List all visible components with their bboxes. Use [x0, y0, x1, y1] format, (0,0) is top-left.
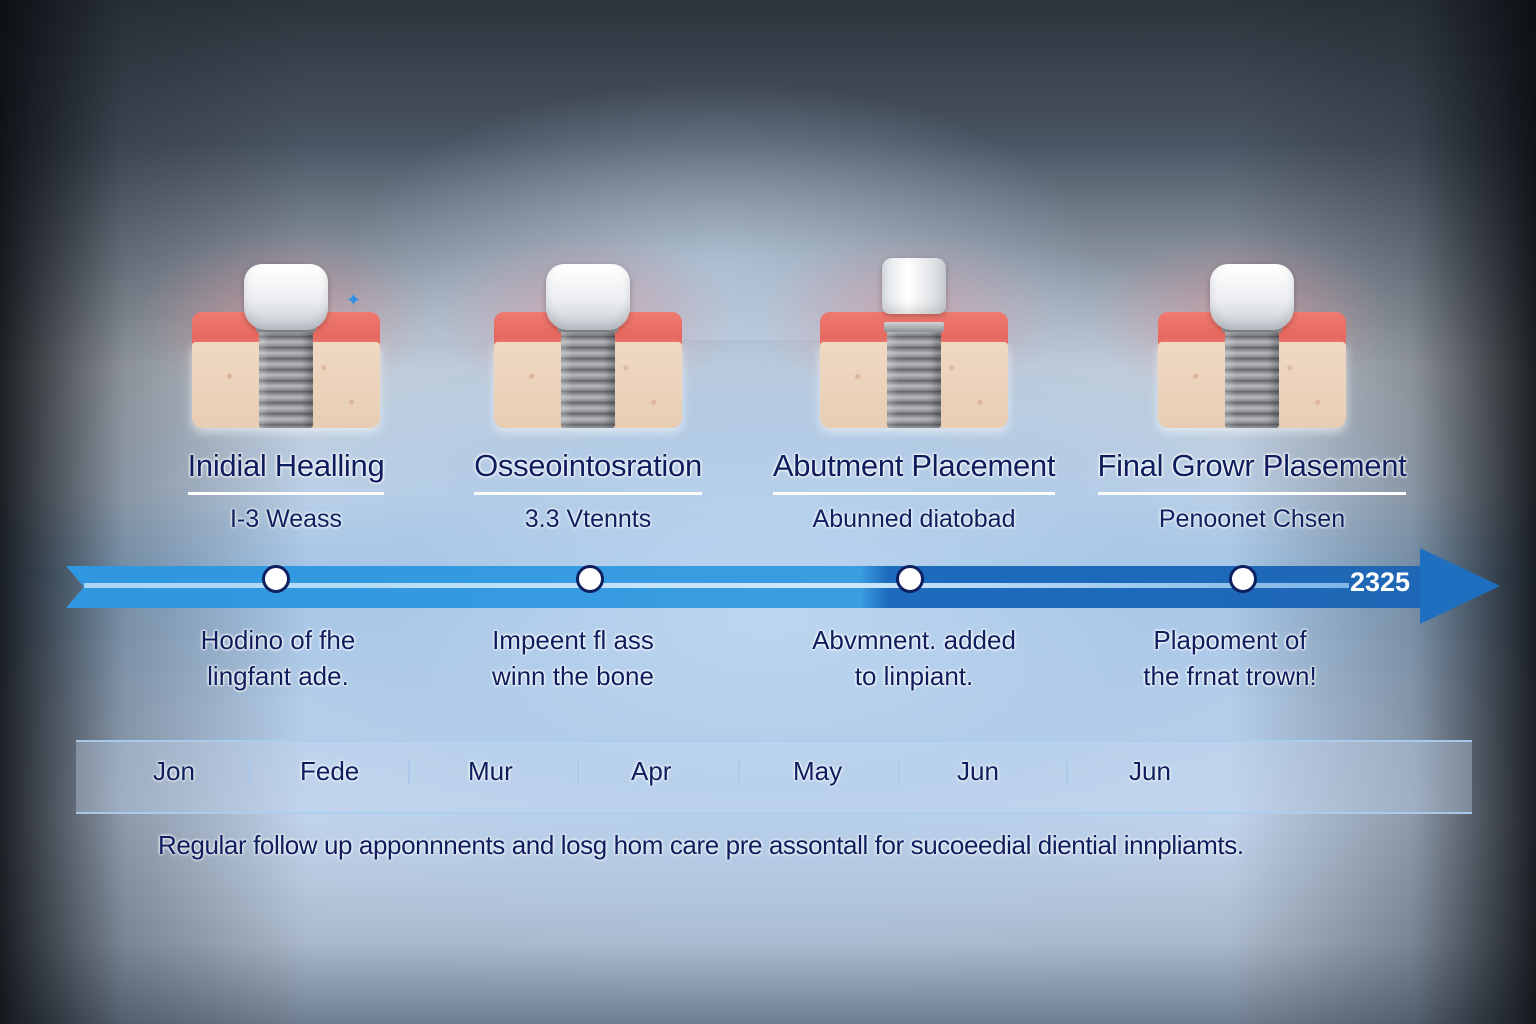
- stage-description: Plapoment of the frnat trown!: [1070, 622, 1390, 694]
- description-line: lingfant ade.: [207, 661, 349, 691]
- implant-collar: [884, 322, 944, 332]
- description-line: winn the bone: [492, 661, 654, 691]
- implant-screw-icon: [259, 326, 313, 428]
- description-line: to linpiant.: [854, 661, 974, 691]
- footer-note: Regular follow up apponnnents and losg h…: [158, 830, 1244, 860]
- stage-initial-healing: ✦ Inidial Healling I-3 Weass: [116, 250, 456, 534]
- month-divider: [1066, 760, 1068, 784]
- timeline-arrow: 2325: [66, 548, 1500, 624]
- stage-abutment-placement: Abutment Placement Abunned diatobad: [744, 250, 1084, 534]
- tooth-crown-icon: [244, 264, 328, 330]
- month-label: Mur: [468, 756, 513, 786]
- description-line: Plapoment of: [1153, 625, 1307, 655]
- abutment-icon: [882, 258, 946, 314]
- month-label: Jun: [957, 756, 999, 786]
- description-line: the frnat trown!: [1143, 661, 1317, 691]
- stage-duration: 3.3 Vtennts: [524, 505, 652, 533]
- month-divider: [898, 760, 900, 784]
- timeline-line: [84, 583, 1349, 588]
- arrow-right-icon: [1420, 548, 1500, 624]
- timeline-year: 2325: [1350, 567, 1411, 597]
- implant-screw-icon: [887, 326, 941, 428]
- month-label: Jon: [153, 756, 195, 786]
- stage-duration: I-3 Weass: [229, 505, 343, 533]
- timeline-node-2: [576, 565, 604, 593]
- implant-illustration: ✦: [186, 250, 386, 430]
- implant-illustration: [488, 250, 688, 430]
- description-line: Abvmnent. added: [812, 625, 1016, 655]
- stage-title: Abutment Placement: [772, 448, 1055, 495]
- stage-osseointegration: Osseointosration 3.3 Vtennts: [418, 250, 758, 534]
- month-divider: [577, 760, 579, 784]
- months-axis: [76, 740, 1472, 814]
- implant-screw-icon: [561, 326, 615, 428]
- sparkle-icon: ✦: [346, 290, 362, 311]
- timeline-node-1: [262, 565, 290, 593]
- month-label: Jun: [1129, 756, 1171, 786]
- stage-title: Final Growr Plasement: [1097, 448, 1407, 495]
- stage-duration: Penoonet Chsen: [1158, 505, 1346, 533]
- description-line: Impeent fl ass: [492, 625, 654, 655]
- implant-illustration: [814, 250, 1014, 430]
- month-label: Fede: [300, 756, 360, 786]
- tooth-crown-icon: [546, 264, 630, 330]
- timeline-node-4: [1229, 565, 1257, 593]
- tooth-crown-icon: [1210, 264, 1294, 330]
- month-label: May: [793, 756, 843, 786]
- month-divider: [408, 760, 410, 784]
- stage-description: Hodino of fhe lingfant ade.: [118, 622, 438, 694]
- implant-illustration: [1152, 250, 1352, 430]
- stage-title: Inidial Healling: [187, 448, 385, 495]
- implant-screw-icon: [1225, 326, 1279, 428]
- description-line: Hodino of fhe: [200, 625, 356, 655]
- month-divider: [738, 760, 740, 784]
- month-label: Apr: [631, 756, 672, 786]
- stage-duration: Abunned diatobad: [812, 505, 1016, 533]
- stage-description: Abvmnent. added to linpiant.: [754, 622, 1074, 694]
- month-divider: [248, 760, 250, 784]
- stage-title: Osseointosration: [474, 448, 702, 495]
- stage-description: Impeent fl ass winn the bone: [413, 622, 733, 694]
- stage-final-crown-placement: Final Growr Plasement Penoonet Chsen: [1082, 250, 1422, 534]
- timeline-node-3: [896, 565, 924, 593]
